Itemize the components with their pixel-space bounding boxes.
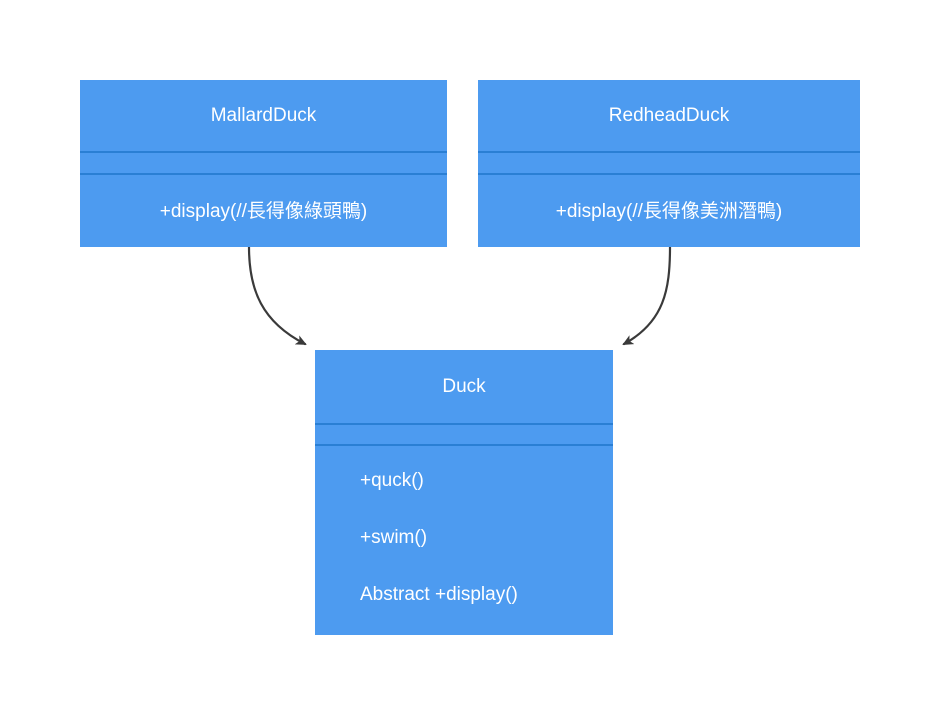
class-separator-attributes: [478, 151, 860, 153]
class-name-mallard-duck: MallardDuck: [210, 105, 317, 126]
class-box-redhead-duck[interactable]: RedheadDuck +display(//長得像美洲潛鴨): [478, 80, 860, 247]
edge-redhead-to-duck: [622, 245, 672, 346]
class-separator-methods: [478, 173, 860, 175]
class-name-duck: Duck: [442, 376, 486, 397]
class-method-duck-display: Abstract +display(): [360, 584, 518, 605]
class-separator-methods: [315, 444, 613, 446]
class-box-duck[interactable]: Duck +quck() +swim() Abstract +display(): [315, 350, 613, 635]
class-method-redhead-display: +display(//長得像美洲潛鴨): [555, 201, 783, 222]
edge-mallard-to-duck: [247, 245, 307, 346]
class-separator-attributes: [80, 151, 447, 153]
class-name-redhead-duck: RedheadDuck: [608, 105, 730, 126]
class-method-mallard-display: +display(//長得像綠頭鴨): [159, 201, 368, 222]
class-method-duck-swim: +swim(): [360, 527, 428, 548]
class-box-mallard-duck[interactable]: MallardDuck +display(//長得像綠頭鴨): [80, 80, 447, 247]
class-separator-attributes: [315, 423, 613, 425]
class-method-duck-quck: +quck(): [360, 470, 424, 491]
class-separator-methods: [80, 173, 447, 175]
